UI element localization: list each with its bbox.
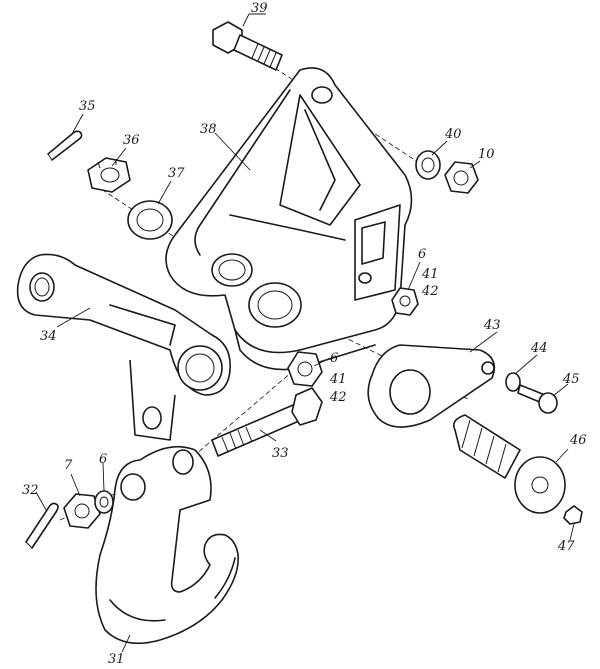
callout-41-lower: 41 [329, 372, 347, 387]
part-36-castle-nut [87, 157, 131, 193]
part-32-cotter-pin [25, 502, 59, 549]
callout-42-lower: 42 [329, 390, 347, 405]
part-33-bolt [211, 387, 323, 457]
part-39-bolt [212, 21, 283, 71]
callout-44: 44 [530, 341, 548, 356]
callout-36: 36 [123, 133, 140, 148]
callout-38: 38 [200, 122, 217, 137]
part-34-lever [16, 253, 231, 441]
callout-40: 40 [444, 127, 462, 142]
part-47-small-screw [563, 505, 583, 525]
part-45-screw [517, 384, 558, 414]
callout-6-upper: 6 [418, 247, 426, 262]
part-46-splined-shaft [452, 414, 566, 514]
callout-32: 32 [22, 483, 39, 498]
part-10-nut [444, 161, 479, 194]
callout-43: 43 [483, 318, 501, 333]
callout-45: 45 [562, 372, 580, 387]
part-35-cotter-pin [47, 130, 83, 161]
part-44-washer [505, 372, 521, 392]
callout-37: 37 [168, 166, 185, 181]
callout-46: 46 [569, 433, 587, 448]
callout-6-lower: 6 [330, 351, 338, 366]
callout-41-upper: 41 [421, 267, 439, 282]
callout-47: 47 [557, 539, 575, 554]
callout-7: 7 [64, 458, 73, 473]
callout-31: 31 [108, 652, 125, 667]
callout-39: 39 [251, 1, 268, 16]
part-31-hook [95, 445, 239, 645]
callouts: 39 35 36 37 38 40 10 6 41 42 34 43 44 45… [22, 1, 587, 667]
part-40-washer [415, 150, 441, 180]
callout-35: 35 [79, 99, 96, 114]
callout-42-upper: 42 [421, 284, 439, 299]
part-6-washer [94, 490, 114, 514]
part-6-41-42-lower-nut [287, 351, 323, 387]
part-43-plate [367, 344, 496, 428]
part-38-bracket [165, 67, 413, 371]
part-37-washer [127, 200, 173, 240]
callout-33: 33 [272, 446, 289, 461]
callout-6-washer: 6 [99, 452, 107, 467]
part-7-castle-nut [63, 493, 101, 529]
callout-10: 10 [478, 147, 495, 162]
part-6-41-42-upper-nut [391, 287, 419, 316]
callout-34: 34 [40, 329, 57, 344]
